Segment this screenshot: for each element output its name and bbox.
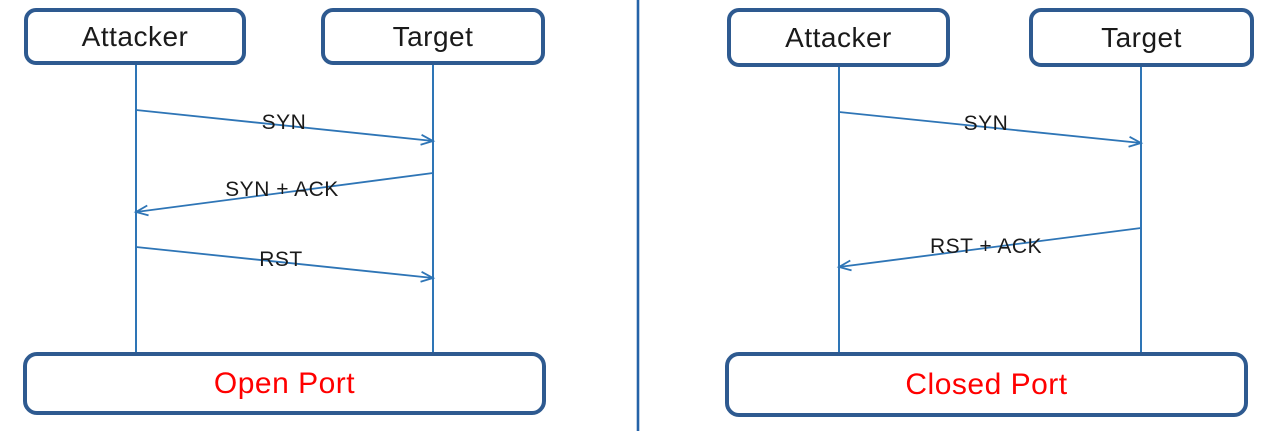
- message-label-rst-open: RST: [259, 248, 303, 271]
- actor-label-attacker-open: Attacker: [81, 20, 189, 52]
- result-box-open-port: Open Port: [23, 352, 546, 415]
- message-label-rst-ack-closed: RST + ACK: [929, 235, 1043, 258]
- result-box-closed-port: Closed Port: [725, 352, 1248, 417]
- arrow-rst-ack-closed: [836, 227, 1142, 272]
- arrow-syn-closed: [838, 111, 1144, 148]
- message-label-syn-open: SYN: [261, 111, 307, 134]
- arrow-syn-ack-open: [133, 172, 434, 217]
- actor-label-target-open: Target: [392, 20, 474, 52]
- actor-box-target-closed: Target: [1029, 8, 1254, 67]
- result-label-closed-port: Closed Port: [905, 367, 1068, 401]
- actor-box-target-open: Target: [321, 8, 545, 65]
- arrow-syn-open: [135, 109, 436, 146]
- actor-label-attacker-closed: Attacker: [785, 21, 892, 53]
- actor-box-attacker-closed: Attacker: [727, 8, 950, 67]
- arrow-rst-open: [135, 246, 436, 283]
- message-label-syn-closed: SYN: [963, 112, 1009, 135]
- message-label-syn-ack-open: SYN + ACK: [225, 178, 339, 201]
- result-label-open-port: Open Port: [213, 366, 356, 400]
- actor-label-target-closed: Target: [1101, 21, 1182, 53]
- actor-box-attacker-open: Attacker: [24, 8, 246, 65]
